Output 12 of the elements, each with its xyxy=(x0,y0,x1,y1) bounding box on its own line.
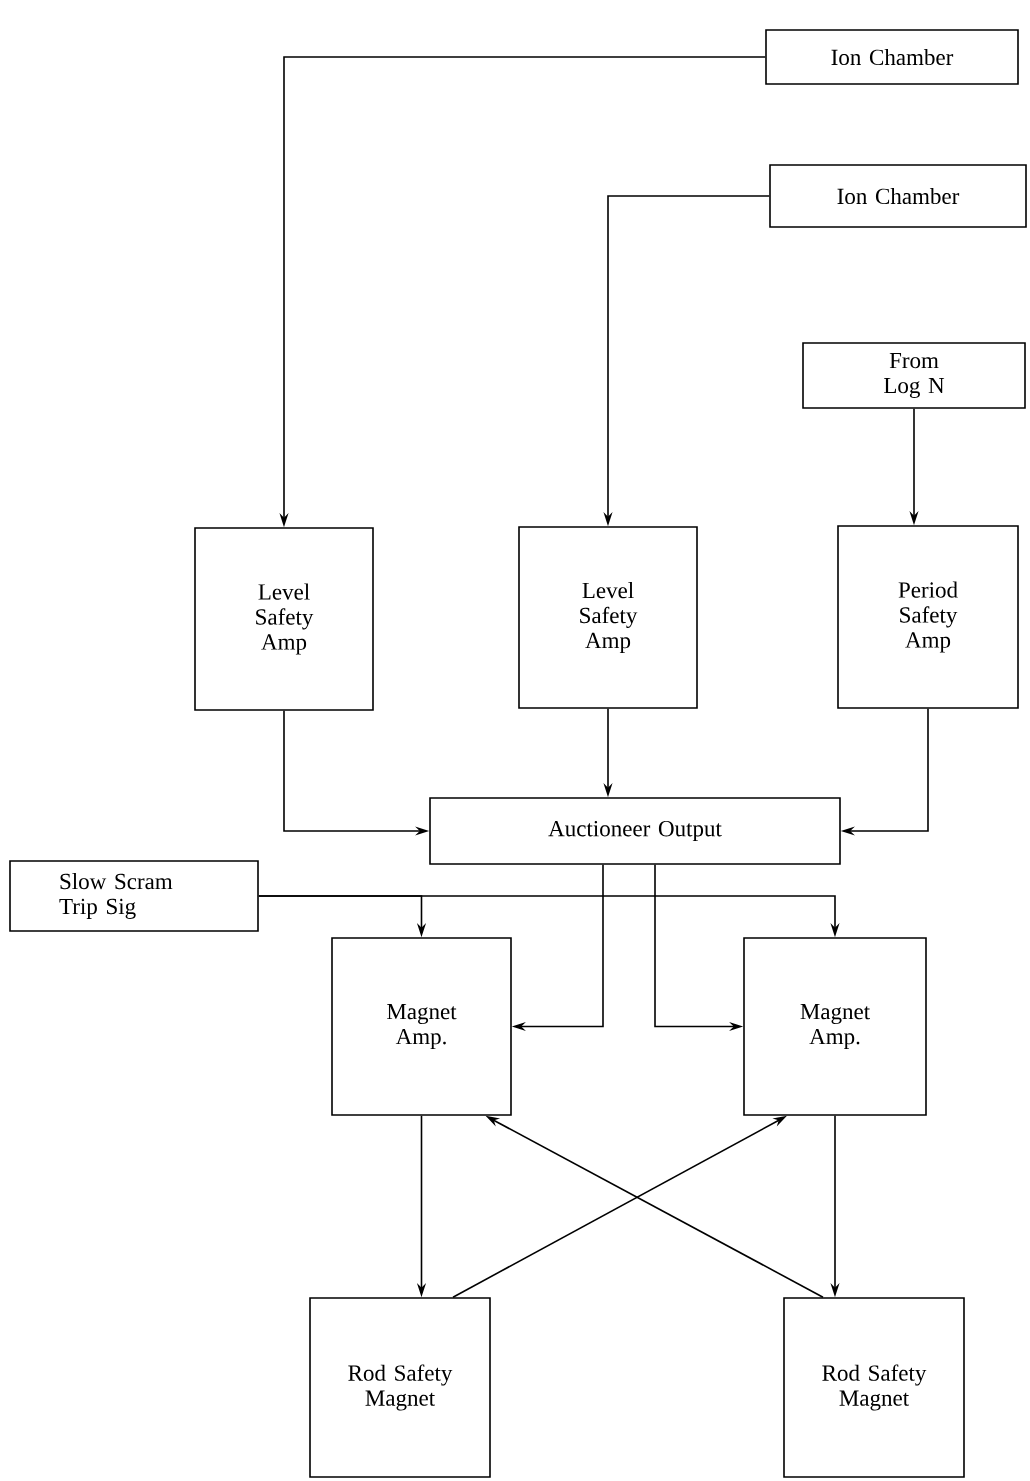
block-box: Ion Chamber xyxy=(769,164,1027,228)
block-box: Ion Chamber xyxy=(765,29,1019,85)
block-box: Rod Safety Magnet xyxy=(783,1297,965,1478)
block-box: Auctioneer Output xyxy=(429,797,841,865)
block-box: From Log N xyxy=(802,342,1026,409)
block-box: Level Safety Amp xyxy=(194,527,374,711)
block-box: Period Safety Amp xyxy=(837,525,1019,709)
block-box: Level Safety Amp xyxy=(518,526,698,709)
block-box: Magnet Amp. xyxy=(331,937,512,1116)
block-box: Magnet Amp. xyxy=(743,937,927,1116)
block-box: Slow Scram Trip Sig xyxy=(9,860,259,932)
block-box: Rod Safety Magnet xyxy=(309,1297,491,1478)
